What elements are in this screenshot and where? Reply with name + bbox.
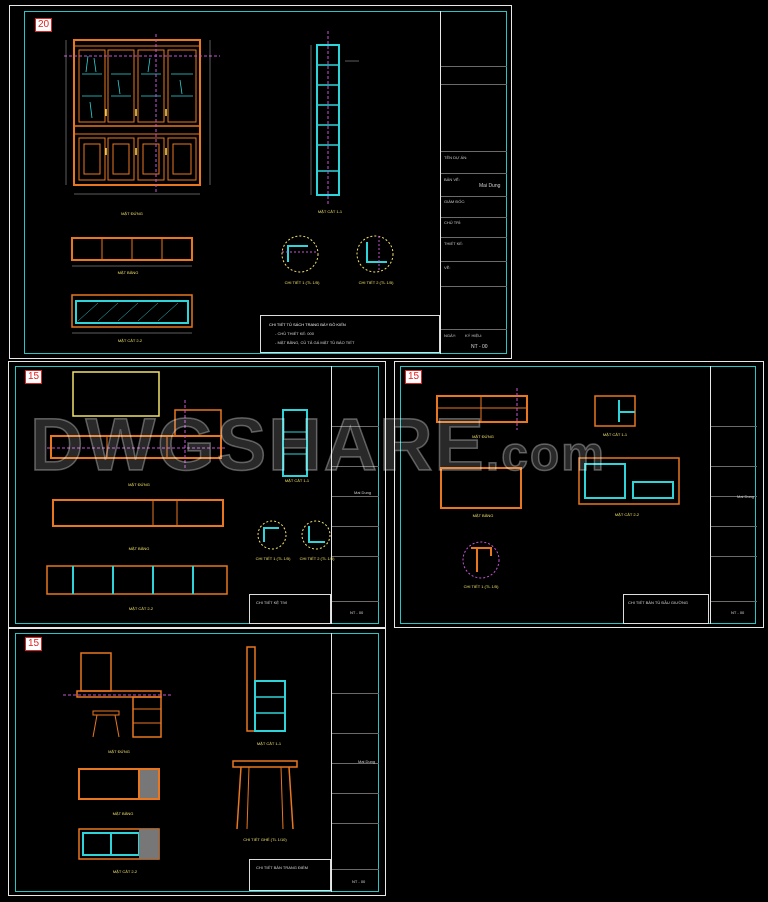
drawing-sheet-4: 15 Mai Dung NT - 00 MẶT ĐỨNG MẶT CẮT 1-1…: [8, 628, 386, 896]
drawing-code: NT - 00: [350, 610, 364, 615]
tv-detail-1: [257, 520, 287, 550]
tv-cabinet-section-2: [46, 565, 228, 595]
bedside-section-2: [578, 457, 680, 505]
caption-plan: MẶT BẰNG: [117, 270, 139, 275]
tv-cabinet-elevation: [47, 371, 227, 470]
drawing-sheet-1: 20 TÊN DỰ ÁN: BẢN VẼ: Mai Dung GIÁM ĐỐC:…: [9, 5, 512, 359]
title-row: CHỦ TRÌ:: [444, 220, 462, 225]
title-block: Mai Dung NT - 00: [710, 366, 757, 624]
drawing-sheet-2: 15 Mai Dung NT - 00 MẶT ĐỨNG MẶT CẮT 1-1…: [8, 361, 386, 628]
notes-box: CHI TIẾT BÀN TỦ ĐẦU GIƯỜNG: [623, 594, 709, 624]
brand-name: Mai Dung: [358, 759, 376, 764]
brand-name: Mai Dung: [479, 183, 501, 189]
caption-detail-1: CHI TIẾT 1 (TL 1/5): [284, 280, 320, 285]
stool-detail: [232, 760, 298, 830]
bookcase-section-2: [71, 294, 193, 334]
bedside-plan: [440, 467, 522, 509]
dressing-table-plan: [78, 768, 160, 800]
sheet-number: 15: [25, 637, 43, 651]
caption-section-1: MẶT CẮT 1-1: [602, 432, 628, 437]
bookcase-section-1: [310, 31, 359, 206]
title-row: VẼ:: [444, 265, 451, 270]
notes-title: CHI TIẾT KỆ TIVI: [256, 600, 288, 605]
tv-cabinet-section-1: [282, 409, 308, 477]
bedside-elevation: [436, 388, 528, 430]
notes-line: - CHỦ THIẾT KẾ: 000: [275, 331, 314, 336]
caption-plan: MẶT BẰNG: [112, 811, 134, 816]
caption-detail-2: CHI TIẾT 2 (TL 1/5): [299, 556, 335, 561]
caption-elevation: MẶT ĐỨNG: [128, 482, 150, 487]
bookcase-elevation: [64, 34, 220, 195]
caption-elevation: MẶT ĐỨNG: [121, 211, 143, 216]
caption-elevation: MẶT ĐỨNG: [108, 749, 130, 754]
caption-section-1: MẶT CẮT 1-1: [317, 209, 343, 214]
notes-box: CHI TIẾT KỆ TIVI: [249, 594, 331, 624]
caption-section-2: MẶT CẮT 2-2: [112, 869, 138, 874]
caption-section-2: MẶT CẮT 2-2: [117, 338, 143, 343]
caption-plan: MẶT BẰNG: [472, 513, 494, 518]
brand-name: Mai Dung: [354, 490, 372, 495]
sheet-number: 15: [25, 370, 43, 384]
dressing-table-section-2: [78, 828, 160, 860]
title-row: GIÁM ĐỐC:: [444, 199, 466, 204]
caption-detail-1: CHI TIẾT 1 (TL 1/5): [255, 556, 291, 561]
tv-detail-2: [301, 520, 331, 550]
caption-section-2: MẶT CẮT 2-2: [128, 606, 154, 611]
sheet-number: 15: [405, 370, 423, 384]
notes-title: CHI TIẾT BÀN TỦ ĐẦU GIƯỜNG: [628, 600, 688, 605]
caption-section-1: MẶT CẮT 1-1: [256, 741, 282, 746]
sheet-border: [15, 633, 379, 892]
drawing-code: NT - 00: [471, 344, 488, 350]
bookcase-plan: [71, 237, 193, 267]
sheet-border: [15, 366, 379, 624]
caption-stool-detail: CHI TIẾT GHẾ (TL 1/10): [243, 837, 287, 842]
caption-elevation: MẶT ĐỨNG: [472, 434, 494, 439]
sheet-border: [400, 366, 756, 624]
notes-title: CHI TIẾT TỦ SÁCH TRANG BÀY ĐỒ KIẾN: [269, 322, 346, 327]
date-label: NGÀY:: [444, 333, 457, 338]
notes-box: CHI TIẾT BÀN TRANG ĐIỂM: [249, 859, 331, 891]
caption-detail-2: CHI TIẾT 2 (TL 1/5): [358, 280, 394, 285]
brand-name: Mai Dung: [737, 494, 755, 499]
sheet-number: 20: [35, 18, 53, 32]
caption-detail-1: CHI TIẾT 1 (TL 1/5): [463, 584, 499, 589]
drawing-code: NT - 00: [731, 610, 745, 615]
tv-cabinet-plan: [52, 499, 224, 527]
title-block: Mai Dung NT - 00: [331, 633, 379, 892]
drawing-sheet-3: 15 Mai Dung NT - 00 MẶT ĐỨNG MẶT CẮT 1-1…: [394, 361, 764, 628]
bedside-section-1: [594, 395, 636, 427]
dressing-table-elevation: [63, 652, 173, 738]
caption-section-1: MẶT CẮT 1-1: [284, 478, 310, 483]
title-row: BẢN VẼ:: [444, 177, 460, 182]
detail-circle-1: [281, 235, 319, 273]
notes-box: CHI TIẾT TỦ SÁCH TRANG BÀY ĐỒ KIẾN - CHỦ…: [260, 315, 440, 353]
drawing-code: NT - 00: [352, 879, 366, 884]
detail-circle-2: [356, 235, 394, 273]
bedside-detail-1: [462, 541, 500, 579]
sheet-border: [24, 11, 507, 354]
scale-label: KÝ HIỆU:: [465, 333, 483, 338]
notes-line: - MẶT BẰNG, CỦ TẢ GÁ MẶT TỦ BÁO TIẾT: [275, 340, 355, 345]
notes-title: CHI TIẾT BÀN TRANG ĐIỂM: [256, 865, 309, 870]
caption-plan: MẶT BẰNG: [128, 546, 150, 551]
title-block: TÊN DỰ ÁN: BẢN VẼ: Mai Dung GIÁM ĐỐC: CH…: [440, 11, 507, 354]
title-row: TÊN DỰ ÁN:: [444, 155, 468, 160]
title-block: Mai Dung NT - 00: [331, 366, 379, 624]
title-row: THIẾT KẾ:: [444, 241, 464, 246]
dressing-table-section-1: [246, 646, 286, 732]
caption-section-2: MẶT CẮT 2-2: [614, 512, 640, 517]
